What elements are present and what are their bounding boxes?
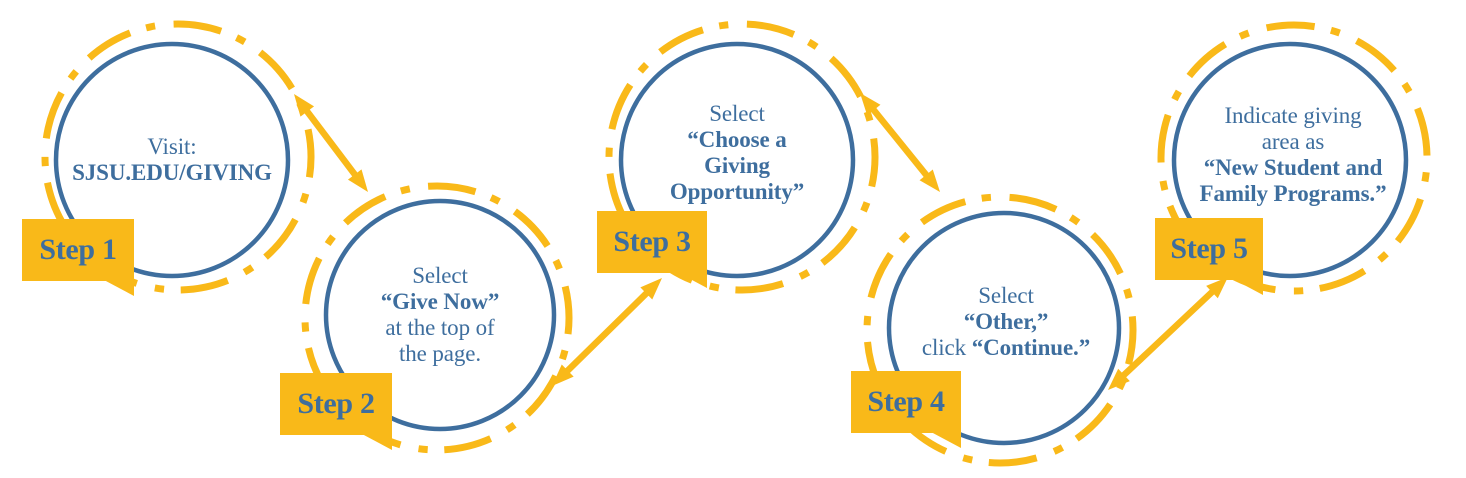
step-2-badge-tail <box>352 434 392 450</box>
arrow-step3-step4 <box>860 93 940 192</box>
arrow-step1-step2-shaft <box>302 106 360 180</box>
arrow-step2-step3-arrowhead-start <box>552 364 574 386</box>
step-4-badge-tail <box>921 432 961 448</box>
step-3-dashed-ring <box>605 20 879 294</box>
step-2-circle <box>323 198 557 432</box>
step-3-ring-group <box>605 20 879 294</box>
step-2-badge-label: Step 2 <box>297 387 375 420</box>
step-1-badge[interactable]: Step 1 <box>22 219 134 281</box>
step-1-badge-label: Step 1 <box>39 233 117 266</box>
arrow-step3-step4-shaft <box>868 104 932 181</box>
step-1-badge-tail <box>94 280 134 296</box>
arrow-step3-step4-arrowhead-end <box>919 169 940 192</box>
step-5-badge-label: Step 5 <box>1170 232 1248 265</box>
step-1-dashed-ring <box>41 20 315 294</box>
arrow-step4-step5-shaft <box>1118 286 1218 381</box>
step-3-badge[interactable]: Step 3 <box>597 211 707 273</box>
arrow-step4-step5-arrowhead-start <box>1108 368 1130 390</box>
step-4-badge[interactable]: Step 4 <box>851 371 961 433</box>
arrow-step1-step2-arrowhead-start <box>294 94 315 117</box>
step-5-badge[interactable]: Step 5 <box>1155 218 1263 280</box>
step-4-dashed-ring <box>863 193 1137 467</box>
step-3-circle <box>618 41 856 279</box>
step-1-ring-group <box>41 20 315 294</box>
arrow-step4-step5-arrowhead-end <box>1206 277 1228 299</box>
step-4-badge-label: Step 4 <box>867 385 945 418</box>
step-4-ring-group <box>863 193 1137 467</box>
arrow-step3-step4-arrowhead-start <box>860 93 881 116</box>
step-4-circle <box>886 210 1122 446</box>
arrow-step1-step2 <box>294 94 368 192</box>
arrow-step4-step5 <box>1108 277 1228 390</box>
arrow-step2-step3 <box>552 278 662 386</box>
step-3-badge-tail <box>667 272 707 288</box>
step-5-badge-tail <box>1223 279 1263 295</box>
arrow-step1-step2-arrowhead-end <box>347 169 368 192</box>
step-3-badge-label: Step 3 <box>613 225 691 258</box>
step-2-badge[interactable]: Step 2 <box>280 373 392 435</box>
arrow-step2-step3-arrowhead-end <box>640 278 662 300</box>
step-5-circle <box>1171 41 1409 279</box>
step-1-circle <box>53 41 291 279</box>
arrow-step2-step3-shaft <box>562 288 652 376</box>
